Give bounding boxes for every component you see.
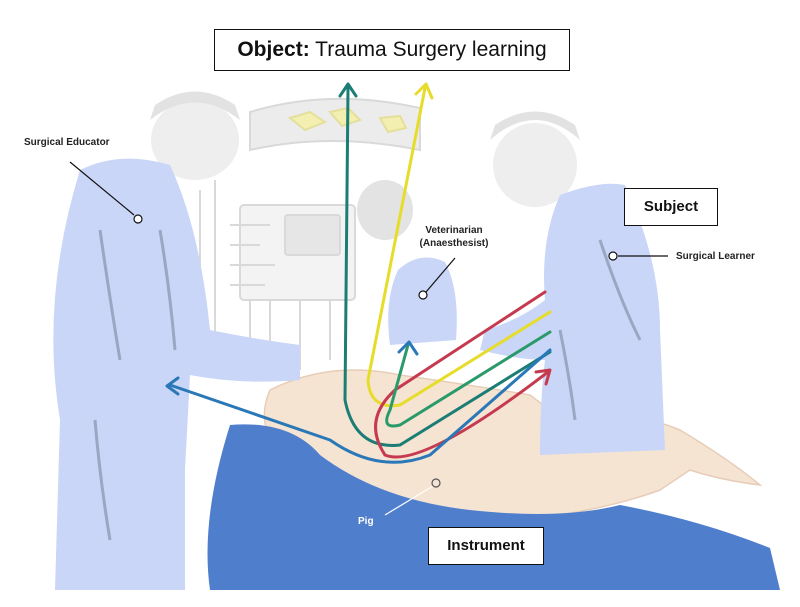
arrow-blue-to-educator-head — [165, 376, 180, 396]
label-pig: Pig — [358, 516, 374, 527]
object-title-box: Object: Trauma Surgery learning — [214, 29, 570, 71]
marker-veterinarian — [418, 290, 428, 300]
arrow-yellow-to-object — [366, 86, 552, 408]
background-equipment — [199, 97, 421, 370]
arrow-green-loop-head — [397, 340, 419, 356]
leader-line-pig — [384, 485, 434, 516]
label-veterinarian-line1: Veterinarian — [425, 225, 483, 236]
object-title-prefix: Object: — [237, 38, 310, 61]
arrow-red-to-subject-head — [534, 368, 552, 386]
surgical-educator-figure — [53, 91, 301, 591]
arrow-blue-to-educator — [168, 348, 552, 464]
leader-line-educator — [69, 161, 135, 216]
surgical-learner-figure — [480, 111, 665, 455]
object-title-text: Trauma Surgery learning — [315, 38, 547, 61]
veterinarian-figure — [357, 180, 457, 345]
arrow-teal-to-object — [343, 86, 552, 447]
arrow-yellow-to-object-head — [414, 82, 434, 100]
arrow-red-to-subject — [374, 290, 550, 459]
label-surgical-educator: Surgical Educator — [24, 137, 110, 148]
surgical-drape — [207, 424, 780, 590]
instrument-box: Instrument — [428, 527, 544, 565]
arrow-teal-to-object-head — [338, 82, 358, 98]
subject-box: Subject — [624, 188, 718, 226]
leader-line-veterinarian — [425, 257, 456, 293]
marker-pig — [431, 478, 441, 488]
label-veterinarian-line2: (Anaesthesist) — [419, 238, 489, 249]
marker-educator — [133, 214, 143, 224]
label-surgical-learner: Surgical Learner — [676, 251, 755, 262]
arrow-green-loop — [385, 330, 552, 428]
marker-learner — [608, 251, 618, 261]
label-veterinarian: Veterinarian (Anaesthesist) — [398, 224, 510, 250]
